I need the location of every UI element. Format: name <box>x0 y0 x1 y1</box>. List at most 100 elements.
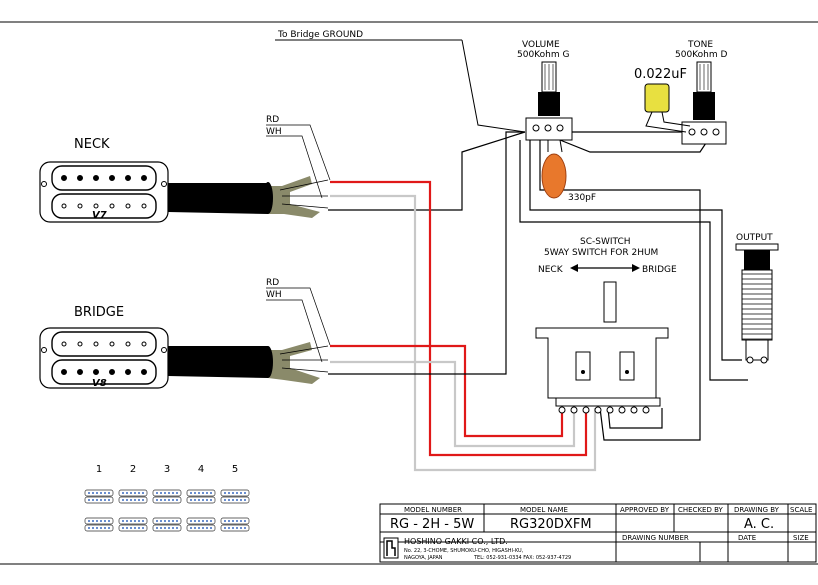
position-coil-dot <box>168 527 170 529</box>
bridge-ground-label: To Bridge GROUND <box>277 30 363 40</box>
position-number: 1 <box>96 464 102 475</box>
pole-piece <box>93 341 99 347</box>
position-coil-dot <box>122 499 124 501</box>
position-coil-dot <box>202 527 204 529</box>
title-block <box>379 503 817 563</box>
position-coil-dot <box>210 527 212 529</box>
bridge-wh-label: WH <box>266 290 282 300</box>
position-coil-dot <box>236 520 238 522</box>
ground-to-output-wire <box>519 140 748 381</box>
model-number-header: MODEL NUMBER <box>404 506 462 514</box>
position-coil-dot <box>206 520 208 522</box>
pole-piece <box>125 341 131 347</box>
position-coil-dot <box>210 520 212 522</box>
position-coil-dot <box>108 499 110 501</box>
volume-to-output-wire <box>529 140 742 361</box>
volume-value: 500Kohm G <box>517 50 569 60</box>
neck-cable <box>168 176 329 218</box>
pole-piece <box>93 175 99 181</box>
position-coil-dot <box>160 520 162 522</box>
scale-header: SCALE <box>790 506 812 514</box>
position-coil-dot <box>164 520 166 522</box>
position-coil-dot <box>138 520 140 522</box>
pole-piece <box>93 369 99 375</box>
position-coil-dot <box>130 492 132 494</box>
position-coil-dot <box>202 520 204 522</box>
position-number: 2 <box>130 464 136 475</box>
volume-cap-value: 330pF <box>568 193 596 203</box>
position-coil-dot <box>224 499 226 501</box>
position-coil-dot <box>206 492 208 494</box>
position-coil-dot <box>190 527 192 529</box>
position-coil-dot <box>104 520 106 522</box>
position-coil-dot <box>160 492 162 494</box>
position-coil-dot <box>130 499 132 501</box>
output-jack <box>735 243 779 364</box>
position-coil-dot <box>240 520 242 522</box>
position-coil-dot <box>130 520 132 522</box>
position-coil <box>152 496 182 504</box>
position-coil-dot <box>232 492 234 494</box>
position-coil-dot <box>96 520 98 522</box>
position-number: 4 <box>198 464 204 475</box>
company-name: HOSHINO GAKKI CO., LTD. <box>404 537 508 546</box>
drawing-by: A. C. <box>744 517 774 532</box>
position-coil-dot <box>134 499 136 501</box>
position-coil-dot <box>138 492 140 494</box>
position-coil-dot <box>228 520 230 522</box>
position-coil-dot <box>244 527 246 529</box>
position-coil-dot <box>194 499 196 501</box>
company-address2: NAGOYA, JAPAN <box>404 555 443 561</box>
pole-piece <box>141 175 147 181</box>
position-coil <box>152 489 182 497</box>
position-coil-dot <box>194 520 196 522</box>
pole-piece <box>77 175 83 181</box>
position-coil-dot <box>100 527 102 529</box>
position-coil-dot <box>108 520 110 522</box>
switch-lug <box>618 406 626 414</box>
position-coil-dot <box>240 527 242 529</box>
position-coil <box>152 517 182 525</box>
position-coil <box>84 496 114 504</box>
position-coil-dot <box>240 492 242 494</box>
neck-white-wire <box>330 194 597 472</box>
position-coil <box>118 496 148 504</box>
position-coil-dot <box>228 527 230 529</box>
position-coil-dot <box>92 527 94 529</box>
position-coil-dot <box>138 499 140 501</box>
position-coil-dot <box>224 520 226 522</box>
position-coil <box>186 524 216 532</box>
position-coil-dot <box>210 492 212 494</box>
switch-lug <box>558 406 566 414</box>
position-coil <box>220 524 250 532</box>
neck-wh-label: WH <box>266 127 282 137</box>
position-coil-dot <box>104 492 106 494</box>
position-coil-dot <box>122 520 124 522</box>
pole-piece <box>109 175 115 181</box>
date-header: DATE <box>738 534 756 542</box>
position-coil-dot <box>206 499 208 501</box>
model-name-header: MODEL NAME <box>520 506 568 514</box>
switch-lug <box>582 406 590 414</box>
position-coil-dot <box>210 499 212 501</box>
position-coil-dot <box>134 520 136 522</box>
position-number: 3 <box>164 464 170 475</box>
pole-piece <box>141 369 147 375</box>
position-coil <box>220 489 250 497</box>
position-coil-dot <box>96 527 98 529</box>
pole-piece <box>141 341 147 347</box>
position-coil <box>84 489 114 497</box>
position-coil-dot <box>198 499 200 501</box>
pole-piece <box>77 203 83 209</box>
position-coil-dot <box>88 520 90 522</box>
position-coil-dot <box>168 492 170 494</box>
position-coil <box>186 517 216 525</box>
switch-lug <box>570 406 578 414</box>
bridge-model-label: V8 <box>92 378 107 389</box>
pole-piece <box>77 341 83 347</box>
position-coil <box>220 496 250 504</box>
position-coil-dot <box>88 492 90 494</box>
position-coil-dot <box>198 492 200 494</box>
position-coil-dot <box>160 527 162 529</box>
drawing-by-header: DRAWING BY <box>734 506 780 514</box>
